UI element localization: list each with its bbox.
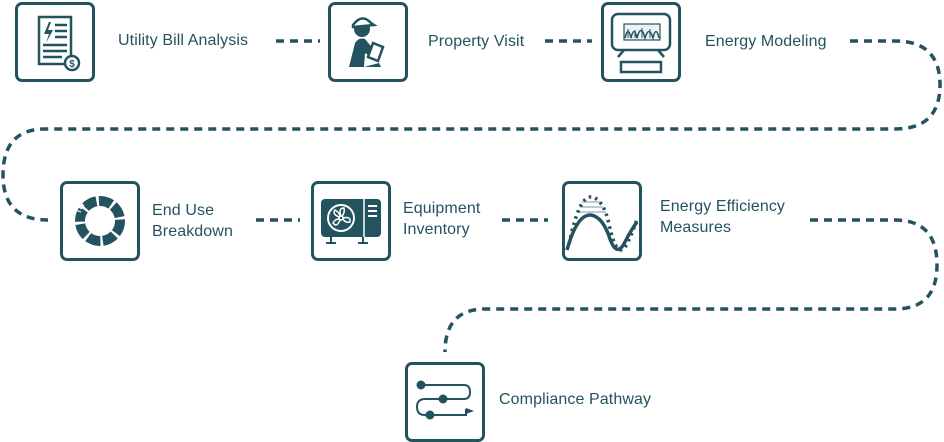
label-line: End Use bbox=[152, 202, 215, 219]
label-line: Utility Bill Analysis bbox=[118, 32, 249, 49]
computer-monitor-icon bbox=[610, 12, 672, 74]
step-label-end-use-breakdown: End Use Breakdown bbox=[152, 200, 233, 242]
pathway-icon bbox=[415, 380, 474, 420]
utility-bill-icon: $ bbox=[37, 15, 81, 72]
step-compliance-pathway bbox=[405, 362, 485, 442]
step-label-energy-modeling: Energy Modeling bbox=[705, 31, 827, 52]
step-label-utility-bill-analysis: Utility Bill Analysis bbox=[118, 30, 248, 51]
inspector-icon bbox=[349, 17, 385, 67]
wave-curve-icon bbox=[565, 195, 639, 252]
label-line: Inventory bbox=[403, 221, 470, 238]
label-line: Property Visit bbox=[428, 33, 525, 50]
hvac-unit-icon bbox=[321, 199, 381, 244]
connector-6-7 bbox=[443, 218, 939, 353]
label-line: Breakdown bbox=[152, 223, 233, 240]
connector-3-4 bbox=[1, 39, 942, 222]
label-line: Measures bbox=[660, 219, 732, 236]
step-utility-bill-analysis: $ bbox=[15, 2, 95, 82]
label-line: Energy Modeling bbox=[705, 33, 827, 50]
step-equipment-inventory bbox=[311, 181, 391, 261]
label-line: Energy Efficiency bbox=[660, 198, 786, 215]
step-label-energy-efficiency-measures: Energy Efficiency Measures bbox=[660, 196, 785, 238]
donut-chart-icon bbox=[72, 196, 125, 246]
step-label-equipment-inventory: Equipment Inventory bbox=[403, 198, 480, 240]
step-energy-efficiency-measures bbox=[562, 181, 642, 261]
step-label-compliance-pathway: Compliance Pathway bbox=[499, 389, 651, 410]
svg-text:$: $ bbox=[69, 59, 75, 70]
step-end-use-breakdown bbox=[60, 181, 140, 261]
label-line: Equipment bbox=[403, 200, 481, 217]
step-energy-modeling bbox=[601, 2, 681, 82]
label-line: Compliance Pathway bbox=[499, 391, 652, 408]
step-label-property-visit: Property Visit bbox=[428, 31, 524, 52]
step-property-visit bbox=[328, 2, 408, 82]
